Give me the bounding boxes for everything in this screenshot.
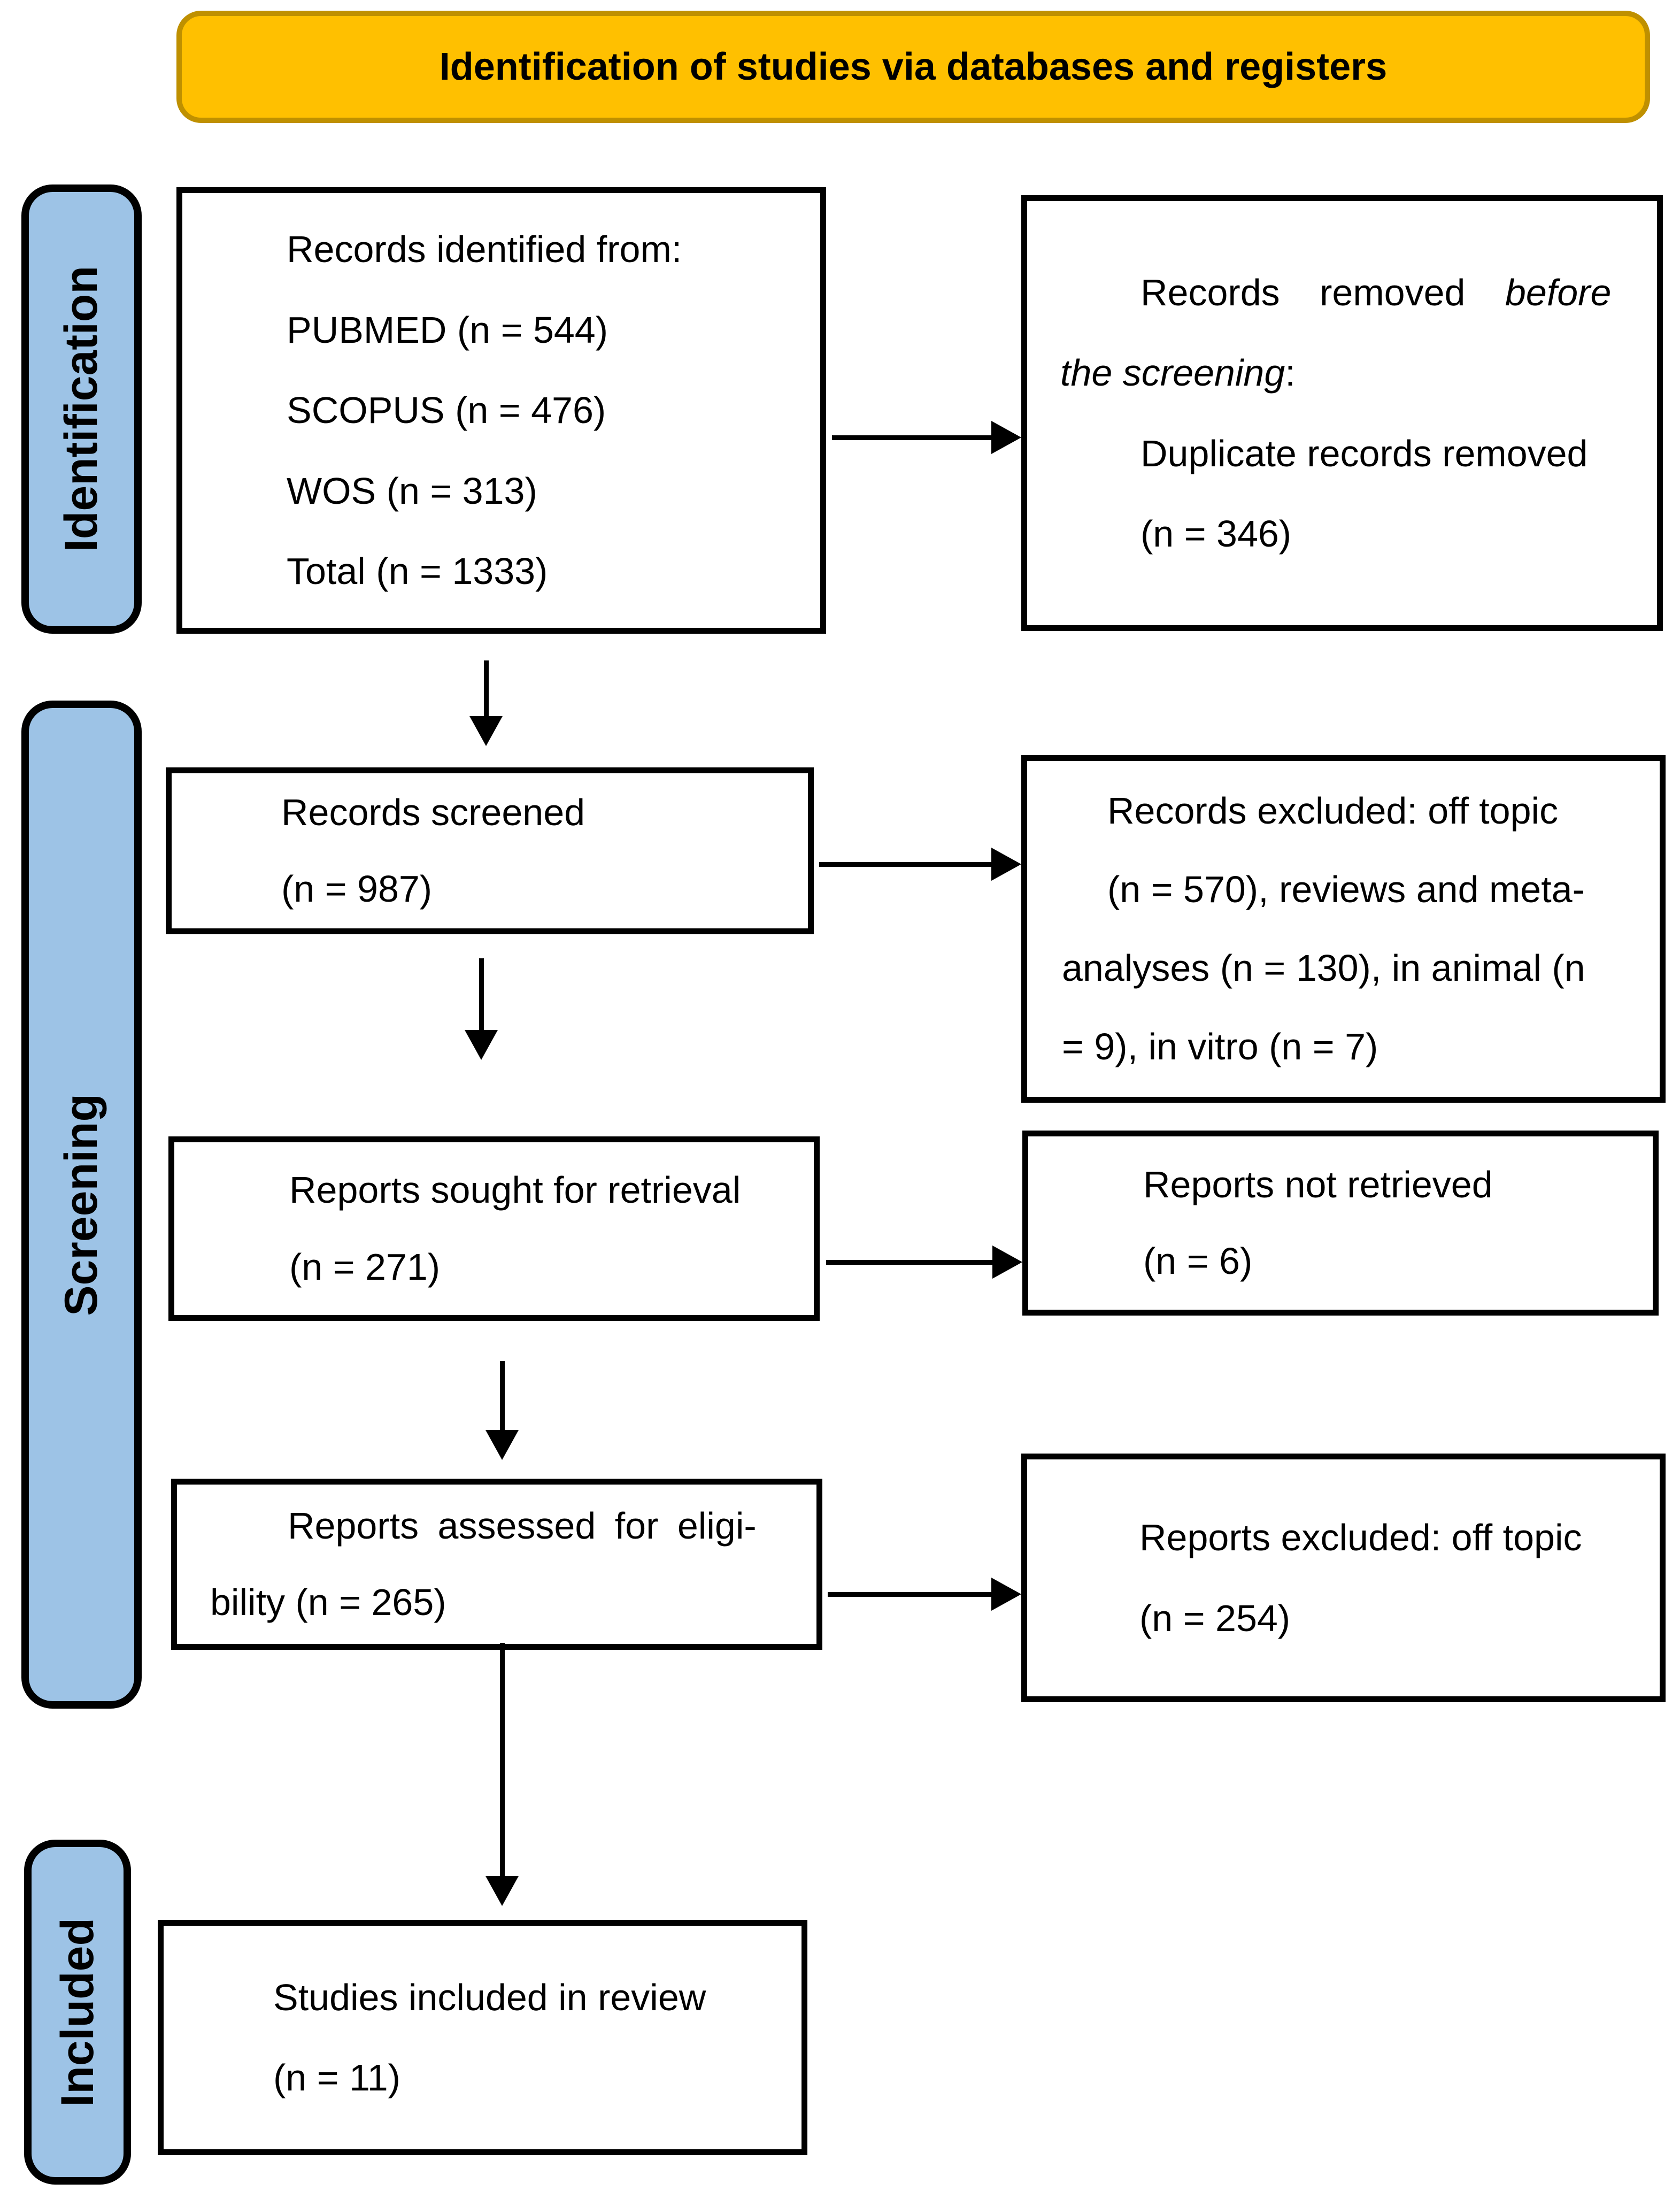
records-excluded-line: Records excluded: off topic (1107, 790, 1559, 832)
box-reports-sought: Reports sought for retrieval (n = 271) (168, 1136, 820, 1321)
stage-label-screening: Screening (21, 701, 142, 1709)
records-excluded-line: (n = 570), reviews and meta- (1107, 868, 1585, 910)
records-identified-line: PUBMED (n = 544) (287, 309, 608, 351)
stage-label-screening-text: Screening (56, 1093, 107, 1316)
reports-sought-line: (n = 271) (289, 1246, 441, 1288)
arrow-shaft (479, 958, 484, 1033)
arrow-shaft (819, 862, 995, 867)
reports-assessed-line: bility (n = 265) (210, 1581, 446, 1623)
stage-label-identification: Identification (21, 184, 142, 634)
arrow-screened-to-excluded-icon (819, 848, 1021, 881)
arrow-head-icon (992, 1246, 1022, 1279)
records-identified-line: Total (n = 1333) (287, 550, 548, 593)
reports-not-retrieved-line: Reports not retrieved (1143, 1163, 1493, 1205)
arrow-sought-to-not-retrieved-icon (826, 1246, 1022, 1279)
arrow-head-icon (991, 848, 1021, 881)
arrow-head-icon (485, 1876, 519, 1906)
arrow-identified-to-removed-icon (832, 421, 1021, 454)
records-excluded-line: analyses (n = 130), in animal (n (1062, 947, 1585, 989)
records-identified-line: Records identified from: (287, 228, 682, 271)
arrow-head-icon (469, 716, 503, 746)
box-studies-included: Studies included in review (n = 11) (158, 1920, 807, 2155)
arrow-head-icon (465, 1030, 498, 1060)
reports-sought-line: Reports sought for retrieval (289, 1169, 741, 1211)
studies-included-line: Studies included in review (273, 1976, 706, 2018)
arrow-screened-to-sought-icon (465, 958, 498, 1060)
stage-label-included-text: Included (51, 1917, 103, 2107)
records-identified-line: SCOPUS (n = 476) (287, 389, 606, 432)
studies-included-line: (n = 11) (273, 2057, 400, 2098)
arrow-assessed-to-excluded-icon (828, 1578, 1021, 1611)
box-reports-excluded: Reports excluded: off topic (n = 254) (1021, 1454, 1666, 1702)
box-records-removed: Records removed before the screening: Du… (1021, 195, 1663, 631)
arrow-shaft (826, 1260, 996, 1265)
box-records-excluded: Records excluded: off topic (n = 570), r… (1021, 755, 1666, 1103)
arrow-shaft (832, 435, 995, 440)
arrow-shaft (500, 1361, 505, 1433)
arrow-head-icon (991, 1578, 1021, 1611)
arrow-sought-to-assessed-icon (485, 1361, 519, 1460)
stage-label-included: Included (24, 1840, 131, 2185)
box-records-identified: Records identified from: PUBMED (n = 544… (176, 187, 826, 634)
reports-excluded-line: (n = 254) (1139, 1597, 1291, 1639)
stage-label-identification-text: Identification (56, 266, 107, 552)
reports-not-retrieved-line: (n = 6) (1143, 1240, 1253, 1282)
arrow-shaft (500, 1643, 505, 1879)
arrow-head-icon (485, 1430, 519, 1460)
arrow-head-icon (991, 421, 1021, 454)
records-removed-line: (n = 346) (1140, 513, 1292, 555)
records-screened-line: (n = 987) (281, 868, 433, 910)
box-reports-not-retrieved: Reports not retrieved (n = 6) (1022, 1131, 1659, 1316)
diagram-title: Identification of studies via databases … (176, 11, 1650, 123)
arrow-assessed-to-included-icon (485, 1643, 519, 1906)
records-identified-line: WOS (n = 313) (287, 470, 537, 512)
arrow-identified-to-screened-icon (469, 660, 503, 746)
records-excluded-line: = 9), in vitro (n = 7) (1062, 1026, 1378, 1067)
records-removed-line: Duplicate records removed (1140, 432, 1588, 474)
box-records-screened: Records screened (n = 987) (166, 767, 814, 934)
reports-assessed-line: Reports assessed for eligi- (288, 1504, 757, 1547)
arrow-shaft (484, 660, 489, 719)
records-removed-line: the screening: (1060, 352, 1296, 394)
records-removed-line: Records removed before (1140, 271, 1612, 313)
reports-excluded-line: Reports excluded: off topic (1139, 1517, 1582, 1558)
records-screened-line: Records screened (281, 791, 585, 833)
box-reports-assessed: Reports assessed for eligi- bility (n = … (171, 1479, 822, 1650)
arrow-shaft (828, 1592, 995, 1597)
